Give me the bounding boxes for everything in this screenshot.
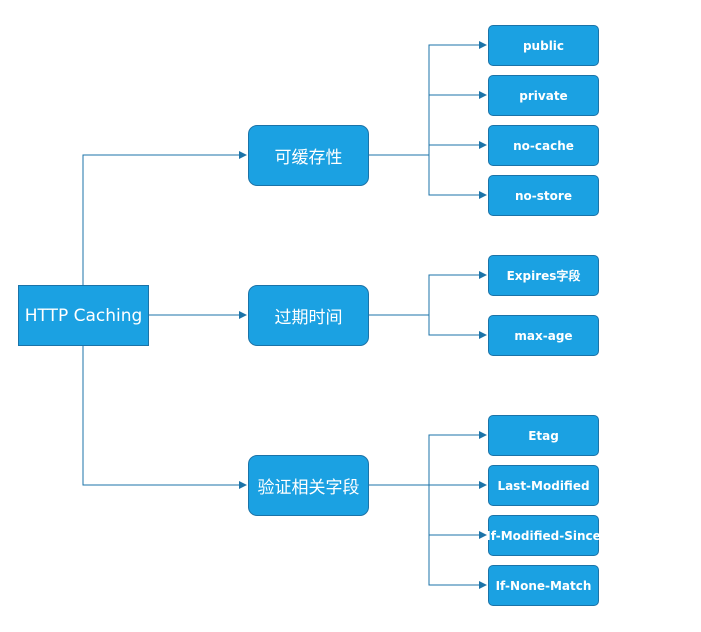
leaf-node-if-none-match: If-None-Match: [488, 565, 599, 606]
branch-node-expiration: 过期时间: [248, 285, 369, 346]
leaf-node-no-store: no-store: [488, 175, 599, 216]
branch-node-cacheability: 可缓存性: [248, 125, 369, 186]
leaf-node-expires: Expires字段: [488, 255, 599, 296]
leaf-node-if-modified-since: If-Modified-Since: [486, 515, 601, 556]
edge-validation-etag: [369, 431, 487, 486]
leaf-node-etag: Etag: [488, 415, 599, 456]
leaf-node-last-modified: Last-Modified: [488, 465, 599, 506]
edge-expiration-expires: [369, 271, 487, 316]
leaf-node-max-age: max-age: [488, 315, 599, 356]
edge-cacheability-no-store: [428, 155, 487, 199]
leaf-node-public: public: [488, 25, 599, 66]
edge-expiration-max-age: [428, 315, 487, 339]
edge-validation-if-none-match: [428, 535, 487, 589]
edge-validation-if-modified-since: [428, 485, 487, 539]
edge-root-to-validation: [82, 346, 247, 489]
leaf-node-no-cache: no-cache: [488, 125, 599, 166]
root-node-http-caching: HTTP Caching: [18, 285, 149, 346]
branch-node-validation: 验证相关字段: [248, 455, 369, 516]
edge-cacheability-public: [369, 41, 487, 156]
leaf-node-private: private: [488, 75, 599, 116]
edge-root-to-cacheability: [82, 151, 247, 285]
